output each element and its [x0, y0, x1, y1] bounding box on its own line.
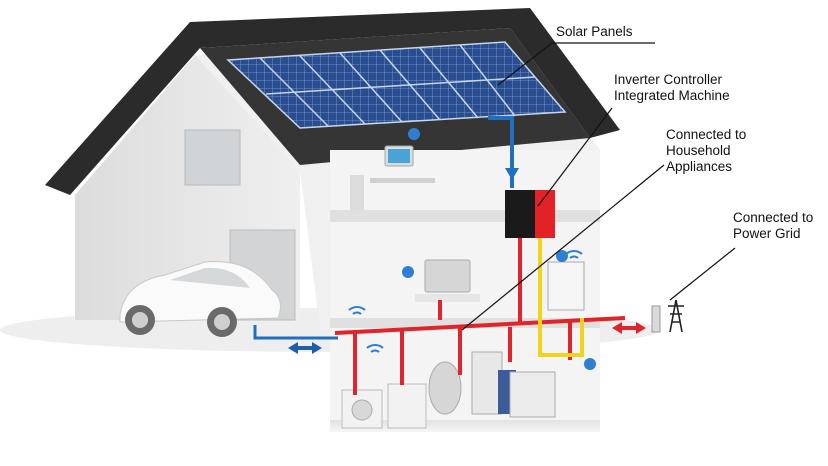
water-heater	[428, 361, 462, 415]
label-inverter: Inverter Controller Integrated Machine	[614, 72, 730, 103]
label-power-grid: Connected to Power Grid	[733, 210, 814, 241]
battery-cabinet	[547, 261, 585, 311]
power-pylon-icon	[668, 299, 684, 333]
dryer	[387, 383, 427, 429]
ac-lines	[334, 238, 626, 395]
bidirectional-arrow-icon	[288, 342, 322, 354]
leader-lines	[461, 42, 736, 331]
electric-car	[119, 261, 281, 337]
battery-line	[538, 238, 584, 357]
label-solar-panels: Solar Panels	[556, 24, 633, 39]
smart-device-icon	[556, 250, 568, 262]
inverter	[505, 190, 555, 238]
smart-device-icon	[402, 266, 414, 278]
wifi-icon	[348, 306, 366, 315]
bidirectional-arrow-icon	[612, 322, 646, 334]
dc-line	[488, 116, 514, 188]
grid-meter	[651, 305, 661, 333]
boiler	[471, 351, 503, 415]
label-household-appliances: Connected to Household Appliances	[666, 127, 747, 174]
cooker	[509, 371, 556, 418]
gable-window	[184, 129, 241, 186]
down-arrow-icon	[505, 168, 519, 180]
solar-panels	[226, 41, 567, 129]
car-charge-line	[253, 325, 338, 340]
smart-device-icon	[408, 128, 420, 140]
tv	[424, 259, 471, 293]
roof	[45, 8, 620, 195]
smart-device-icon	[584, 358, 596, 370]
wifi-icon	[366, 344, 384, 353]
